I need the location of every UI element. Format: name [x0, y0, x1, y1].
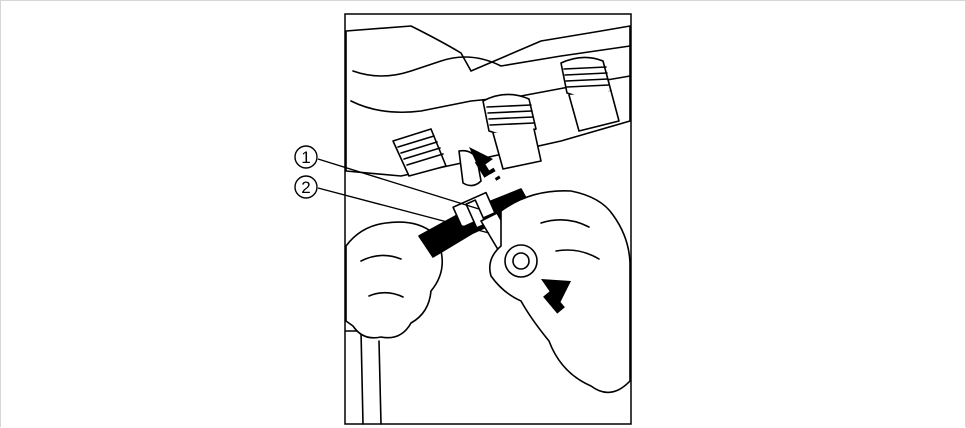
callout-1-circle	[294, 145, 318, 169]
leader-line-1	[317, 158, 480, 210]
leader-line-2	[317, 187, 490, 234]
callout-1-label: 1	[301, 148, 310, 167]
callout-2-label: 2	[301, 178, 310, 197]
connector-port-left	[392, 128, 447, 177]
callout-2-circle	[294, 175, 318, 199]
connector-port-right	[560, 56, 620, 132]
callout-2[interactable]: 2	[294, 175, 318, 199]
callout-1[interactable]: 1	[294, 145, 318, 169]
push-arrow	[541, 279, 571, 314]
pull-arrow	[469, 147, 501, 181]
connector-port-middle	[482, 93, 542, 170]
callout-leaders	[317, 158, 490, 234]
left-hand	[345, 221, 444, 339]
illustration-artwork	[345, 25, 631, 425]
